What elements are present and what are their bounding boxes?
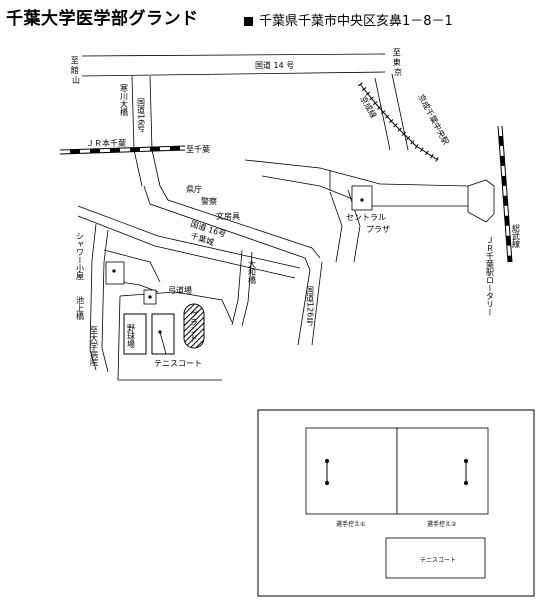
label-daiwa-bridge: 大和橋	[248, 259, 257, 285]
label-keisei-line: 京成線	[358, 94, 379, 120]
address-line: 千葉県千葉市中央区亥鼻1－8－1	[244, 10, 453, 29]
shower-hut	[105, 261, 125, 285]
chiba-station-rotary	[467, 179, 495, 223]
label-ground: グランド	[190, 310, 199, 342]
inset-tennis-court	[385, 537, 486, 579]
label-prefectural-office: 県庁	[186, 184, 202, 194]
label-route-16-north: 国道16号	[137, 98, 146, 133]
label-to-hospital: 至大学病院	[90, 326, 99, 367]
keisei-railway	[358, 82, 440, 163]
label-shower-hut: シャワー小屋	[76, 232, 85, 281]
tennis-court-pointer	[159, 331, 167, 355]
bullet-square-icon	[244, 17, 253, 26]
tennis-court	[151, 313, 175, 355]
route-16-road	[77, 75, 331, 279]
label-to-tokyo: 至 東 京	[393, 48, 404, 77]
label-baseball-field: 野球場	[127, 324, 136, 349]
label-to-tateyama: 至 館 山	[71, 56, 82, 85]
label-route-14: 国道 14 号	[255, 60, 294, 70]
label-samukawa-bridge: 寒川大橋	[120, 83, 129, 117]
label-to-chiba: 至千葉	[186, 144, 210, 154]
label-stationery: 文房具	[216, 211, 240, 221]
inset-label-tennis-court: テニスコート	[420, 557, 456, 564]
route-126-road	[297, 261, 323, 346]
label-route-126: 国道126号	[306, 286, 315, 326]
address-text: 千葉県千葉市中央区亥鼻1－8－1	[259, 14, 453, 29]
ground-field	[183, 303, 205, 349]
shower-hut-marker	[112, 269, 116, 273]
sobu-railway	[497, 125, 513, 263]
label-keisei-chuo-station: 京成千葉中央駅	[416, 92, 451, 146]
inset-field-2	[396, 427, 489, 515]
tennis-court-marker	[158, 330, 162, 334]
central-plaza-building	[351, 185, 373, 211]
label-sobu-line: 総武線	[512, 223, 521, 248]
jr-railway	[59, 145, 186, 155]
inset-label-bench-2: 選手控え②	[427, 520, 457, 528]
station-roads	[244, 73, 469, 263]
label-police: 警察	[201, 196, 217, 206]
label-jr-chiba-rotary: ＪＲ千葉駅ロータリー	[486, 236, 495, 316]
inset-label-bench-1: 選手控え①	[336, 520, 365, 528]
archery-range-marker	[148, 295, 152, 299]
inset-goal-2	[464, 459, 468, 485]
baseball-field	[123, 313, 147, 355]
label-archery-range: 弓道場	[168, 285, 192, 295]
route-14-road	[81, 53, 386, 77]
page-title: 千葉大学医学部グランド	[6, 9, 199, 29]
label-central-plaza: セントラル プラザ	[346, 213, 390, 234]
daiwa-road	[231, 249, 253, 327]
inset-field-1	[305, 427, 398, 515]
inset-goal-1	[325, 459, 329, 485]
central-plaza-marker	[360, 198, 364, 202]
label-ikegami-bridge: 池上橋	[76, 295, 85, 321]
label-jr-hon-chiba: ＪＲ本千葉	[86, 138, 126, 148]
label-tennis-court: テニスコート	[154, 359, 202, 368]
